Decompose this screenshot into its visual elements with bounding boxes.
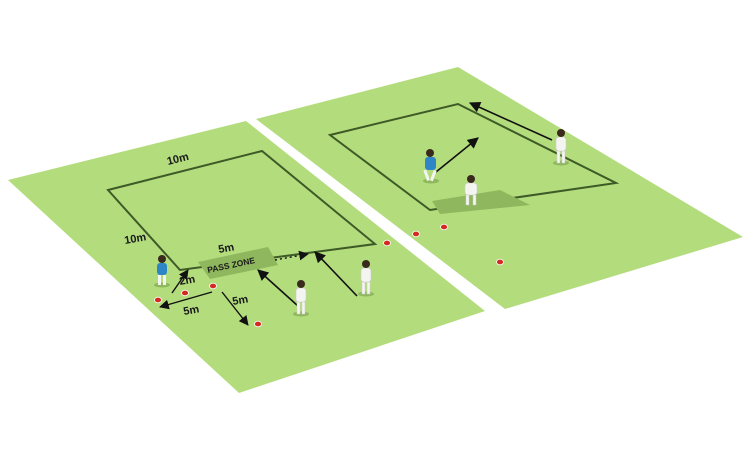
run-arrow-2 — [314, 251, 358, 297]
marker-cones — [154, 223, 504, 328]
player-blue-right — [423, 149, 439, 184]
player-white-keeper — [464, 175, 478, 206]
bottom-right-arrow — [221, 291, 249, 326]
marker-cone — [383, 239, 391, 247]
player-white-fielder-left — [358, 260, 374, 297]
bottom-right-label: 5m — [231, 293, 249, 308]
right-shaded-zone — [432, 190, 530, 214]
right-pitch — [256, 67, 743, 309]
run-arrow-1 — [257, 269, 299, 307]
marker-cone — [209, 282, 217, 290]
marker-cone — [254, 320, 262, 328]
right-pass-arrow — [468, 102, 553, 141]
player-blue-left — [154, 255, 170, 288]
marker-cone — [496, 258, 504, 266]
marker-cone — [412, 230, 420, 238]
left-box — [106, 149, 378, 272]
top-width-label: 10m — [166, 151, 190, 168]
bottom-left-arrow — [159, 291, 213, 310]
pass-zone-length-label: 5m — [217, 241, 235, 256]
marker-cone — [440, 223, 448, 231]
left-depth-label: 10m — [123, 231, 147, 247]
right-run-arrow — [435, 137, 479, 173]
right-box — [327, 102, 620, 212]
marker-cone — [154, 296, 162, 304]
bottom-left-label: 5m — [182, 303, 200, 318]
pass-zone — [198, 247, 278, 279]
player-white-batter — [293, 280, 309, 317]
marker-cone — [181, 289, 189, 297]
player-white-fielder-right — [553, 129, 569, 166]
pass-arrow-dotted — [274, 250, 309, 261]
offset-arrow — [171, 269, 189, 294]
